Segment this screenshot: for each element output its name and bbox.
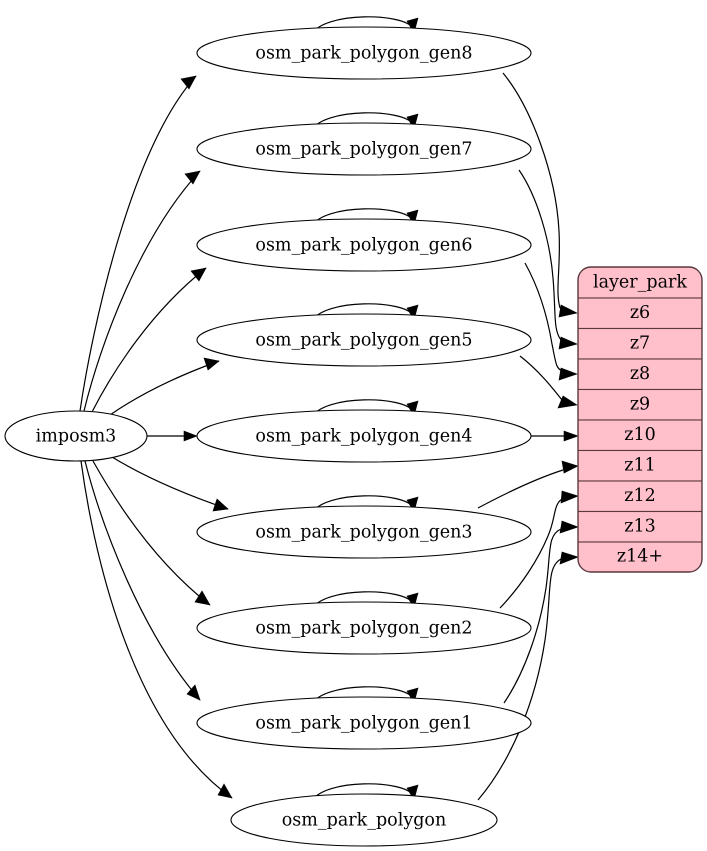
edge-gen5-to-z9 [519, 355, 578, 409]
edge-gen3-to-z11 [477, 460, 579, 509]
node-gen8-label: osm_park_polygon_gen8 [255, 44, 472, 64]
node-gen4[interactable]: osm_park_polygon_gen4 [196, 409, 532, 463]
node-imposm3-shape[interactable] [4, 410, 148, 462]
table-row-z11-label: z11 [624, 456, 656, 476]
table-row-z7-label: z7 [630, 334, 650, 354]
table-row-z6-cell[interactable] [578, 297, 702, 330]
layer-park-table-border [577, 266, 703, 573]
edge-imposm3-to-gen5 [109, 357, 220, 416]
node-gen6-shape[interactable] [196, 218, 532, 272]
node-imposm3[interactable]: imposm3 [4, 410, 148, 462]
node-osm-park-polygon[interactable]: osm_park_polygon [230, 793, 498, 847]
node-gen2-label: osm_park_polygon_gen2 [255, 619, 472, 639]
node-gen8[interactable]: osm_park_polygon_gen8 [196, 26, 532, 80]
edge-group-source-to-nodes [79, 75, 233, 799]
edge-imposm3-to-base [80, 460, 233, 799]
edge-gen6-to-z8 [524, 262, 578, 381]
node-gen1-label: osm_park_polygon_gen1 [255, 714, 472, 734]
table-row-z13-label: z13 [624, 517, 656, 537]
layer-park-header-label: layer_park [593, 273, 687, 293]
edge-imposm3-to-gen2 [92, 460, 211, 606]
node-gen5[interactable]: osm_park_polygon_gen5 [196, 313, 532, 367]
edge-imposm3-to-gen4 [147, 430, 198, 442]
edge-gen7-to-z7 [518, 169, 578, 350]
table-row-z14plus-cell[interactable] [578, 541, 702, 572]
table-row-z8-label: z8 [630, 364, 650, 384]
table-row-z9-cell[interactable] [578, 388, 702, 421]
node-gen3[interactable]: osm_park_polygon_gen3 [196, 505, 532, 559]
node-imposm3-label: imposm3 [36, 427, 117, 447]
node-gen8-shape[interactable] [196, 26, 532, 80]
self-loop-base [311, 783, 419, 802]
edge-gen2-to-z12 [499, 490, 579, 609]
edge-gen8-to-z6 [502, 72, 578, 318]
node-gen4-label: osm_park_polygon_gen4 [255, 427, 472, 447]
table-row-z12-label: z12 [624, 486, 656, 506]
node-gen2-shape[interactable] [196, 601, 532, 655]
table-row-z13-cell[interactable] [578, 510, 702, 543]
edge-group-nodes-to-layer [477, 72, 579, 801]
node-gen7-label: osm_park_polygon_gen7 [255, 140, 472, 160]
edge-gen4-to-z10 [531, 430, 579, 442]
node-gen6-label: osm_park_polygon_gen6 [255, 236, 472, 256]
edge-imposm3-to-gen6 [91, 267, 207, 413]
edge-imposm3-to-gen8 [79, 75, 197, 412]
node-gen7[interactable]: osm_park_polygon_gen7 [196, 122, 532, 176]
edge-imposm3-to-gen7 [83, 170, 201, 412]
node-gen6[interactable]: osm_park_polygon_gen6 [196, 218, 532, 272]
node-gen3-shape[interactable] [196, 505, 532, 559]
edge-imposm3-to-gen3 [111, 456, 229, 512]
node-osm-park-polygon-shape[interactable] [230, 793, 498, 847]
node-gen1[interactable]: osm_park_polygon_gen1 [196, 696, 532, 750]
node-osm-park-polygon-label: osm_park_polygon [282, 811, 446, 831]
node-gen7-shape[interactable] [196, 122, 532, 176]
layer-park-table[interactable]: layer_park z6 z7 z8 z9 z10 z11 z12 z13 z… [577, 266, 703, 573]
node-gen4-shape[interactable] [196, 409, 532, 463]
node-gen2[interactable]: osm_park_polygon_gen2 [196, 601, 532, 655]
edge-gen1-to-z13 [503, 520, 579, 704]
table-row-z9-label: z9 [630, 395, 650, 415]
edge-base-to-z14plus [477, 551, 579, 801]
node-gen1-shape[interactable] [196, 696, 532, 750]
edge-imposm3-to-gen1 [84, 460, 201, 701]
table-row-z14plus-label: z14+ [617, 547, 663, 567]
table-row-z6-label: z6 [630, 303, 650, 323]
node-gen5-label: osm_park_polygon_gen5 [255, 331, 472, 351]
table-row-z8-cell[interactable] [578, 358, 702, 391]
node-gen5-shape[interactable] [196, 313, 532, 367]
node-gen3-label: osm_park_polygon_gen3 [255, 523, 472, 543]
table-row-z11-cell[interactable] [578, 449, 702, 482]
table-row-z10-label: z10 [624, 425, 656, 445]
